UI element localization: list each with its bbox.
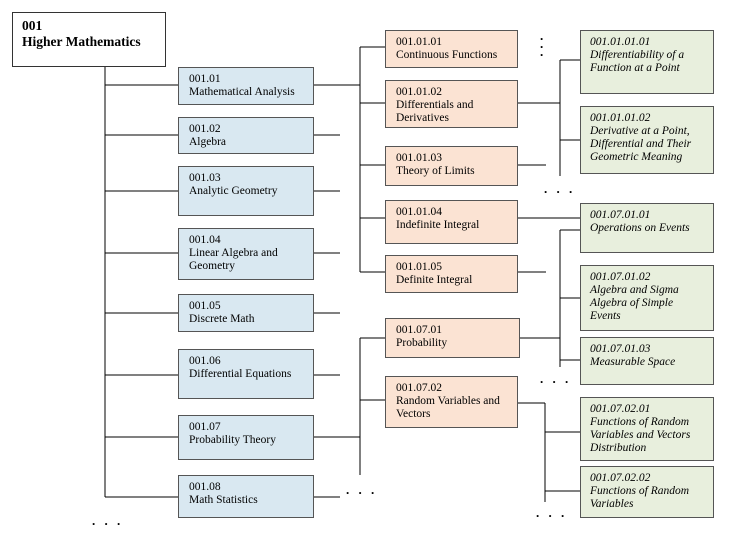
node-code: 001.02 [189,123,221,135]
node-title: Algebra [189,136,227,148]
node-001-03[interactable]: 001.03 Analytic Geometry [178,166,314,216]
node-code: 001.07.01.02 [590,271,651,283]
node-001-07[interactable]: 001.07 Probability Theory [178,415,314,460]
node-title: Probability [396,337,448,349]
node-code: 001.08 [189,481,221,493]
node-code: 001.01.01.01 [590,36,651,48]
node-code: 001.07.01.01 [590,209,651,221]
node-code: 001.07.02.01 [590,403,651,415]
node-code: 001.05 [189,300,221,312]
node-001-07-02-01[interactable]: 001.07.02.01 Functions of Random Variabl… [580,397,714,461]
node-001-07-02[interactable]: 001.07.02 Random Variables and Vectors [385,376,518,428]
node-title: Derivative at a Point, Differential and … [590,125,692,163]
node-001-07-01[interactable]: 001.07.01 Probability [385,318,520,358]
node-code: 001.07.02.02 [590,472,651,484]
node-title: Functions of Random Variables [590,485,690,510]
node-001-01-05[interactable]: 001.01.05 Definite Integral [385,255,518,293]
node-code: 001.01.03 [396,152,442,164]
node-001-01-04[interactable]: 001.01.04 Indefinite Integral [385,200,518,244]
node-001-01-02[interactable]: 001.01.02 Differentials and Derivatives [385,80,518,128]
node-title: Operations on Events [590,222,690,234]
node-title: Indefinite Integral [396,219,480,231]
node-code: 001.01.02 [396,86,442,98]
node-001-05[interactable]: 001.05 Discrete Math [178,294,314,332]
node-001-06[interactable]: 001.06 Differential Equations [178,349,314,399]
node-001-01[interactable]: 001.01 Mathematical Analysis [178,67,314,105]
node-code: 001.07 [189,421,221,433]
node-code: 001.07.01 [396,324,442,336]
node-code: 001.07.01.03 [590,343,651,355]
node-title: Discrete Math [189,313,255,325]
node-title: Measurable Space [590,356,676,368]
node-title: Differentials and Derivatives [396,99,474,124]
node-title: Differential Equations [189,368,292,380]
node-title: Continuous Functions [396,49,498,61]
node-title: Differentiability of a Function at a Poi… [590,49,685,74]
ellipsis-level1: . . . [346,482,378,497]
node-code: 001.07.02 [396,382,442,394]
node-001-02[interactable]: 001.02 Algebra [178,117,314,154]
node-001-07-02-02[interactable]: 001.07.02.02 Functions of Random Variabl… [580,466,714,518]
node-code: 001 [22,18,43,33]
node-title: Linear Algebra and Geometry [189,247,278,272]
node-title: Mathematical Analysis [189,86,295,98]
node-001-01-01-02[interactable]: 001.01.01.02 Derivative at a Point, Diff… [580,106,714,174]
node-title: Functions of Random Variables and Vector… [590,416,691,454]
node-code: 001.01 [189,73,221,85]
node-001-07-01-02[interactable]: 001.07.01.02 Algebra and Sigma Algebra o… [580,265,714,331]
node-code: 001.03 [189,172,221,184]
node-001-07-01-01[interactable]: 001.07.01.01 Operations on Events [580,203,714,253]
ellipsis-001-01-02: . . . [544,181,576,196]
node-code: 001.01.01 [396,36,442,48]
node-001-07-01-03[interactable]: 001.07.01.03 Measurable Space [580,337,714,385]
node-code: 001.01.05 [396,261,442,273]
node-001-01-03[interactable]: 001.01.03 Theory of Limits [385,146,518,186]
node-001-01-01[interactable]: 001.01.01 Continuous Functions [385,30,518,68]
node-title: Math Statistics [189,494,258,506]
node-001-08[interactable]: 001.08 Math Statistics [178,475,314,518]
node-title: Definite Integral [396,274,473,286]
node-001-01-01-01[interactable]: 001.01.01.01 Differentiability of a Func… [580,30,714,94]
ellipsis-001-07-01: . . . [540,371,572,386]
vertical-ellipsis: ... [540,28,544,59]
node-title: Algebra and Sigma Algebra of Simple Even… [590,284,679,322]
ellipsis-root: . . . [92,513,124,528]
node-code: 001.04 [189,234,221,246]
node-title: Theory of Limits [396,165,475,177]
node-code: 001.01.04 [396,206,442,218]
node-title: Analytic Geometry [189,185,278,197]
ellipsis-001-07-02: . . . [536,505,568,520]
node-title: Higher Mathematics [22,34,141,49]
node-001-04[interactable]: 001.04 Linear Algebra and Geometry [178,228,314,280]
node-title: Probability Theory [189,434,276,446]
node-code: 001.01.01.02 [590,112,651,124]
node-code: 001.06 [189,355,221,367]
root-node[interactable]: 001 Higher Mathematics [12,12,166,67]
node-title: Random Variables and Vectors [396,395,500,420]
